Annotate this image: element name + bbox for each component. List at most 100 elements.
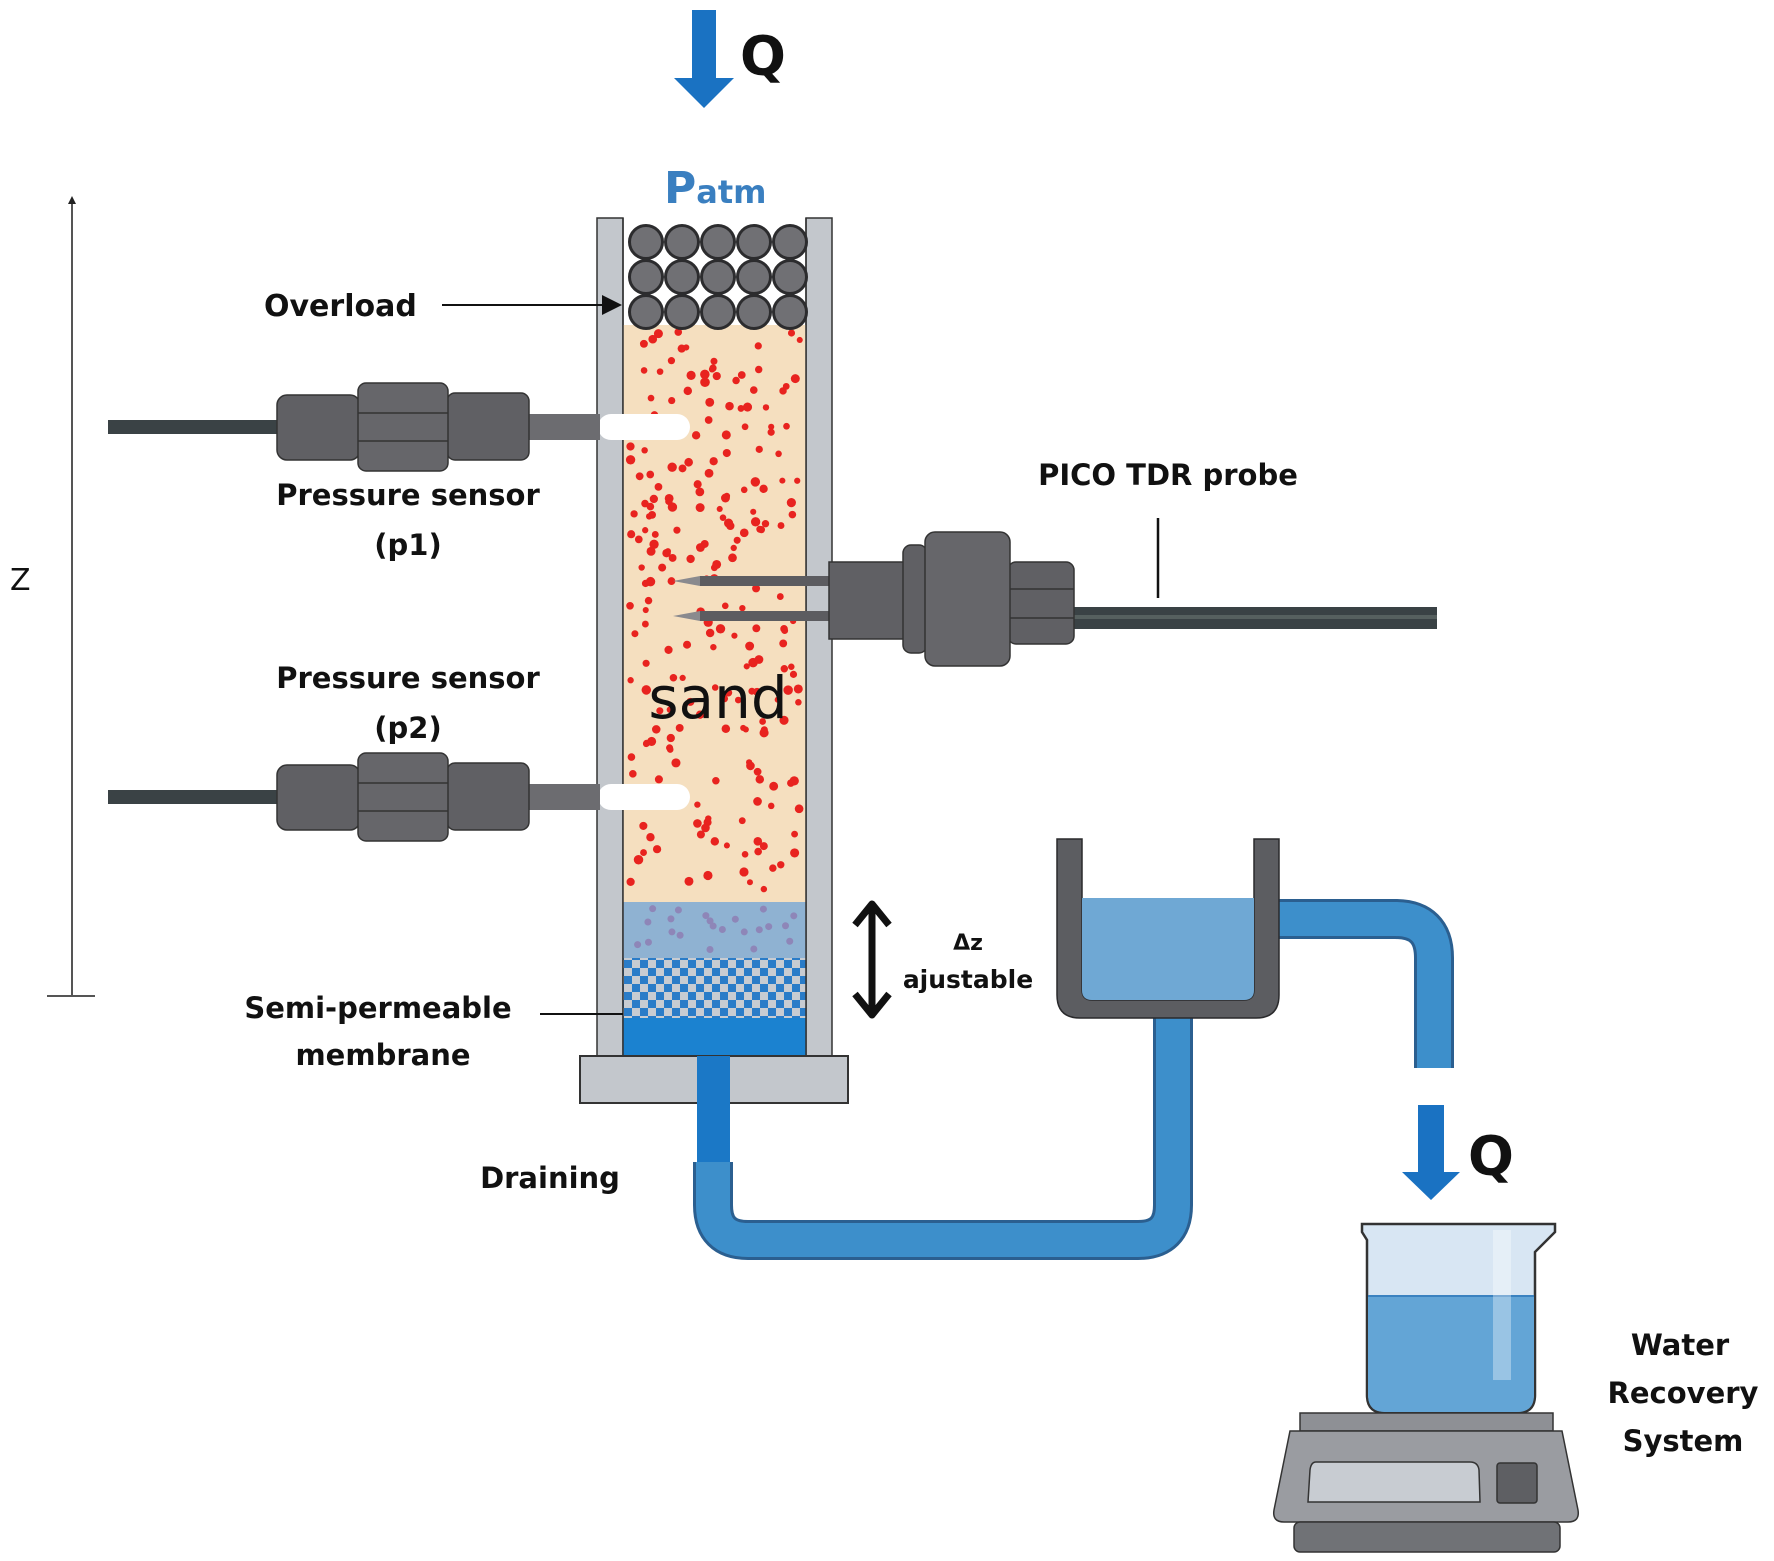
sand-grain: [787, 329, 796, 337]
sand-grain: [639, 339, 648, 348]
overload-ball: [700, 294, 736, 330]
sand-grain: [715, 624, 726, 634]
scale-display: [1307, 1461, 1481, 1503]
beaker-icon: [1360, 1222, 1557, 1415]
sand-grain: [666, 706, 674, 713]
sand-grain: [644, 596, 653, 605]
sand-grain: [783, 685, 793, 695]
sand-grain: [712, 776, 720, 785]
sand-grain: [691, 431, 701, 440]
sand-grain: [769, 864, 777, 872]
sand-grain: [703, 870, 713, 881]
sand-grain: [667, 577, 676, 585]
sand-grain: [732, 376, 740, 385]
sand-grain: [738, 817, 746, 825]
sand-grain: [648, 334, 658, 344]
sand-grain: [728, 553, 737, 563]
sand-grain: [716, 505, 723, 513]
wet-grain: [750, 945, 758, 953]
sand-grain: [793, 684, 803, 694]
sand-grain: [646, 546, 656, 556]
sand-grain: [640, 367, 648, 374]
delta-z-label: Δz: [953, 931, 983, 956]
overload-ball: [664, 294, 700, 330]
wet-grain: [676, 931, 684, 939]
sand-grain: [629, 770, 637, 778]
sand-grain: [652, 845, 662, 854]
overload-ball: [772, 224, 808, 260]
sand-grain: [654, 483, 663, 491]
delta-z-arrow-icon: [852, 900, 892, 1019]
sand-grain: [749, 386, 758, 394]
sand-grain: [782, 382, 790, 390]
sand-grain: [646, 833, 655, 842]
sand-grain: [642, 527, 649, 534]
sand-grain: [667, 502, 678, 512]
weighing-scale-icon: [1272, 1412, 1580, 1553]
sand-grain: [753, 767, 762, 776]
overload-ball: [700, 224, 736, 260]
outflow-arrow-icon: [1402, 1105, 1460, 1200]
sand-grain: [759, 842, 768, 851]
wet-grain: [709, 922, 717, 930]
sand-grain: [678, 464, 687, 473]
sand-grain: [664, 645, 673, 654]
sand-grain: [627, 677, 634, 684]
sand-grain: [776, 593, 784, 600]
sand-grain: [752, 624, 761, 633]
sand-grain: [638, 564, 645, 571]
sand-grain: [708, 366, 716, 373]
wet-grain: [706, 917, 714, 925]
sand-grain: [671, 758, 681, 768]
tdr-probe-label: PICO TDR probe: [1038, 458, 1298, 492]
sand-grain: [733, 536, 741, 544]
sand-grain: [700, 369, 710, 380]
sand-grain: [651, 725, 661, 734]
sand-grain: [666, 744, 674, 752]
recovery-label-line3: System: [1623, 1424, 1744, 1458]
z-axis-label: Z: [10, 563, 31, 598]
sand-grain: [669, 673, 678, 682]
sand-grain: [641, 620, 649, 628]
sand-grain: [754, 342, 762, 350]
overload-ball: [772, 259, 808, 295]
draining-label: Draining: [480, 1161, 620, 1195]
sand-grain: [710, 837, 720, 846]
sand-grain: [648, 510, 657, 519]
overload-ball: [628, 224, 664, 260]
sand-grain: [774, 696, 781, 703]
sand-grain: [750, 508, 757, 515]
wet-grain: [755, 926, 763, 934]
sand-grain: [626, 601, 634, 610]
sand-grain: [719, 514, 727, 521]
sand-grain: [695, 503, 705, 513]
sand-grain: [700, 377, 710, 388]
sand-grain: [754, 365, 763, 374]
sand-grain: [734, 696, 742, 704]
inflow-label: Q: [740, 25, 786, 88]
atm-pressure-label: Patm: [664, 163, 766, 214]
sand-grain: [646, 502, 655, 511]
sand-grain: [712, 559, 722, 569]
sand-grain: [722, 448, 731, 458]
sand-grain: [686, 370, 696, 380]
sand-grain: [725, 401, 734, 411]
sand-grain: [694, 801, 701, 808]
sand-grain: [741, 423, 749, 431]
drain-pipe: [693, 1010, 1193, 1260]
sand-grain: [634, 535, 643, 544]
wet-grain: [765, 923, 773, 931]
sand-grain: [724, 688, 733, 697]
sand-grain: [742, 402, 753, 412]
sand-grain: [674, 328, 683, 336]
sand-grain: [789, 670, 798, 678]
pressure-sensor-p1-label: Pressure sensor: [276, 478, 540, 512]
sand-grain: [627, 753, 636, 761]
sand-grain: [794, 804, 804, 814]
sand-grain: [795, 698, 802, 706]
sand-grain: [686, 554, 695, 564]
sand-grain: [788, 510, 797, 519]
sand-grain: [754, 655, 764, 664]
overload-ball: [736, 224, 772, 260]
sand-label: sand: [648, 664, 787, 732]
